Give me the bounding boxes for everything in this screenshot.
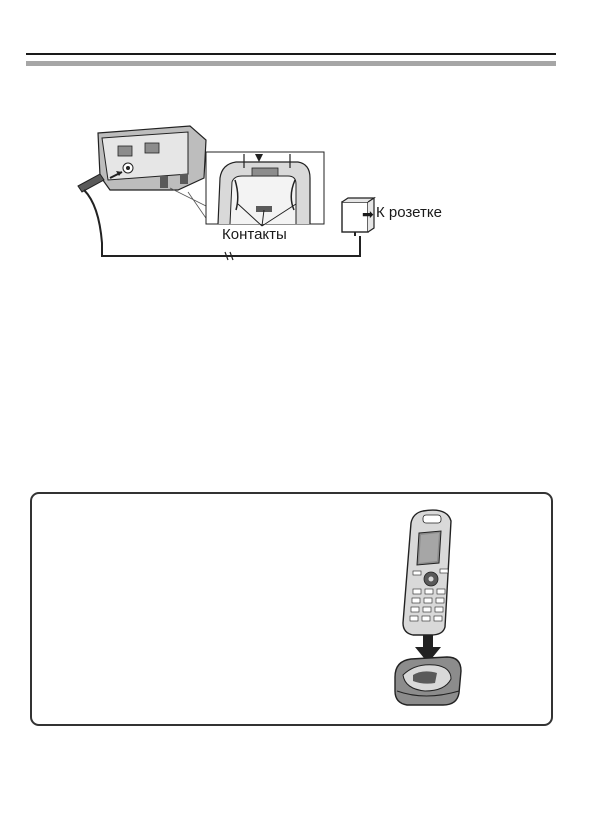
contacts-inset (206, 152, 324, 226)
header-rule (26, 53, 556, 55)
header-rule-shadow (26, 61, 556, 66)
handset (403, 510, 451, 635)
outlet-label: К розетке (376, 204, 442, 221)
handset-on-charger-illustration (385, 505, 465, 710)
contacts-label: Контакты (222, 226, 287, 243)
info-panel (30, 492, 553, 726)
charger (395, 657, 461, 705)
base-unit (98, 126, 206, 190)
base-unit-connection-illustration (70, 118, 500, 268)
right-arrow-icon: ➡ (362, 206, 374, 223)
